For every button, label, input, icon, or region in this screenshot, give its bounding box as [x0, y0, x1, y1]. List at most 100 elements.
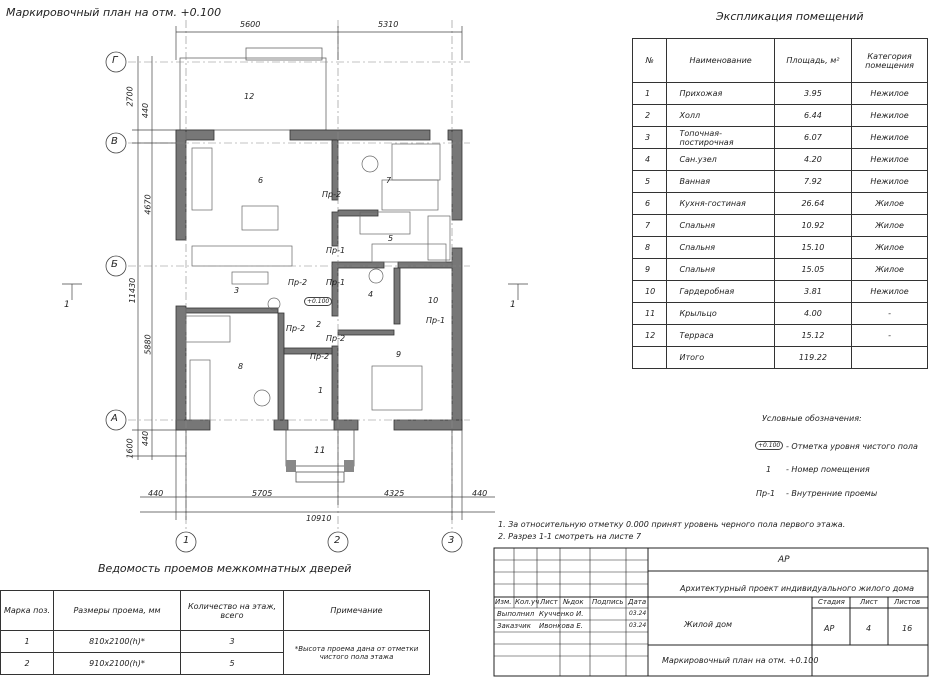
door-mark: Пр-1: [426, 316, 446, 325]
stamp-sheets-value: 16: [902, 624, 913, 633]
doors-note: *Высота проема дана от отметки чистого п…: [283, 630, 430, 675]
doors-cell: 910х2100(h)*: [53, 652, 181, 675]
door-mark: Пр-1: [326, 278, 346, 287]
dim-total: 10910: [306, 514, 332, 523]
axis-row-g: Г: [112, 55, 118, 66]
stamp-role: Заказчик: [497, 622, 531, 630]
room-number: 3: [234, 286, 240, 295]
stamp-role: Выполнил: [497, 610, 535, 618]
room-number: 2: [316, 320, 322, 329]
room-number: 1: [318, 386, 324, 395]
door-mark: Пр-2: [322, 190, 342, 199]
explication-cell: 4: [631, 148, 668, 171]
room-number: 11: [314, 446, 326, 456]
axis-col-3: 3: [448, 535, 455, 546]
stamp-col-header: Дата: [628, 598, 647, 606]
stamp-project: Архитектурный проект индивидуального жил…: [680, 584, 915, 593]
axis-row-b: Б: [111, 259, 118, 270]
explication-title: Экспликация помещений: [716, 10, 864, 23]
stamp-col-header: №док: [563, 598, 584, 606]
door-mark: Пр-2: [326, 334, 346, 343]
explication-header: №: [631, 38, 668, 83]
legend-level-symbol: +0.100: [755, 441, 784, 450]
room-number: 10: [428, 296, 439, 305]
section-mark-left: 1: [64, 300, 70, 310]
dim-bottom-right-edge: 440: [472, 489, 488, 498]
explication-cell: 119.22: [773, 346, 853, 369]
doors-header: Размеры проема, мм: [53, 590, 181, 631]
room-number: 7: [386, 176, 392, 185]
explication-cell: 10: [631, 280, 668, 303]
stamp-stage-header: Листов: [894, 598, 921, 606]
doors-header: Количество на этаж, всего: [180, 590, 284, 631]
level-mark: +0.100: [304, 297, 333, 306]
legend-door-text: - Внутренние проемы: [786, 489, 878, 498]
stamp-object: Жилой дом: [684, 620, 733, 629]
explication-cell: [851, 346, 928, 369]
door-mark: Пр-2: [286, 324, 306, 333]
door-mark: Пр-2: [288, 278, 308, 287]
axis-row-a: А: [111, 413, 118, 424]
room-number: 6: [258, 176, 264, 185]
stamp-date: 03.24: [629, 610, 647, 617]
explication-cell: Жилое: [851, 258, 928, 281]
doors-title: Ведомость проемов межкомнатных дверей: [98, 562, 352, 575]
legend-room-text: - Номер помещения: [786, 465, 870, 474]
stamp-col-header: Лист: [540, 598, 558, 606]
note-2: 2. Разрез 1-1 смотреть на листе 7: [498, 532, 642, 541]
dim-top-1: 5600: [240, 20, 261, 29]
stamp-date: 03.24: [629, 622, 647, 629]
explication-header: Площадь, м²: [773, 38, 853, 83]
dim-bottom-2: 4325: [384, 489, 405, 498]
doors-header: Примечание: [283, 590, 430, 631]
legend-title: Условные обозначения:: [762, 414, 862, 423]
doors-table: Марка поз. Размеры проема, мм Количество…: [0, 590, 430, 675]
stamp-stage-header: Стадия: [818, 598, 845, 606]
axis-row-v: В: [111, 136, 118, 147]
note-1: 1. За относительную отметку 0.000 принят…: [498, 520, 846, 529]
stamp-stage-value: АР: [824, 624, 835, 633]
dim-top-2: 5310: [378, 20, 399, 29]
stamp-stage-header: Лист: [860, 598, 878, 606]
axis-col-2: 2: [334, 535, 341, 546]
legend-room-symbol: 1: [766, 465, 772, 474]
axis-col-1: 1: [183, 535, 190, 546]
room-number: 8: [238, 362, 244, 371]
explication-cell: [631, 346, 668, 369]
legend-door-symbol: Пр-1: [756, 489, 776, 498]
doors-cell: 5: [180, 652, 284, 675]
explication-cell: 15.12: [773, 324, 853, 347]
stamp-person: Кучченко И.: [539, 610, 584, 618]
room-number: 5: [388, 234, 394, 243]
plan-title: Маркировочный план на отм. +0.100: [6, 6, 222, 19]
explication-cell: Жилое: [851, 192, 928, 215]
stamp-code: АР: [778, 555, 790, 565]
room-number: 12: [244, 92, 255, 101]
door-mark: Пр-2: [310, 352, 330, 361]
stamp-sheet-value: 4: [866, 624, 872, 633]
stamp-col-header: Изм.: [495, 598, 512, 606]
room-number: 4: [368, 290, 374, 299]
room-number: 9: [396, 350, 402, 359]
legend-level-text: - Отметка уровня чистого пола: [786, 442, 918, 451]
stamp-col-header: Кол.уч: [515, 598, 540, 606]
dim-bottom-1: 5705: [252, 489, 273, 498]
stamp-person: Ивонкова Е.: [539, 622, 584, 630]
door-mark: Пр-1: [326, 246, 346, 255]
section-mark-right: 1: [510, 300, 516, 310]
dim-bottom-left-edge: 440: [148, 489, 164, 498]
stamp-sheet-title: Маркировочный план на отм. +0.100: [662, 656, 819, 665]
